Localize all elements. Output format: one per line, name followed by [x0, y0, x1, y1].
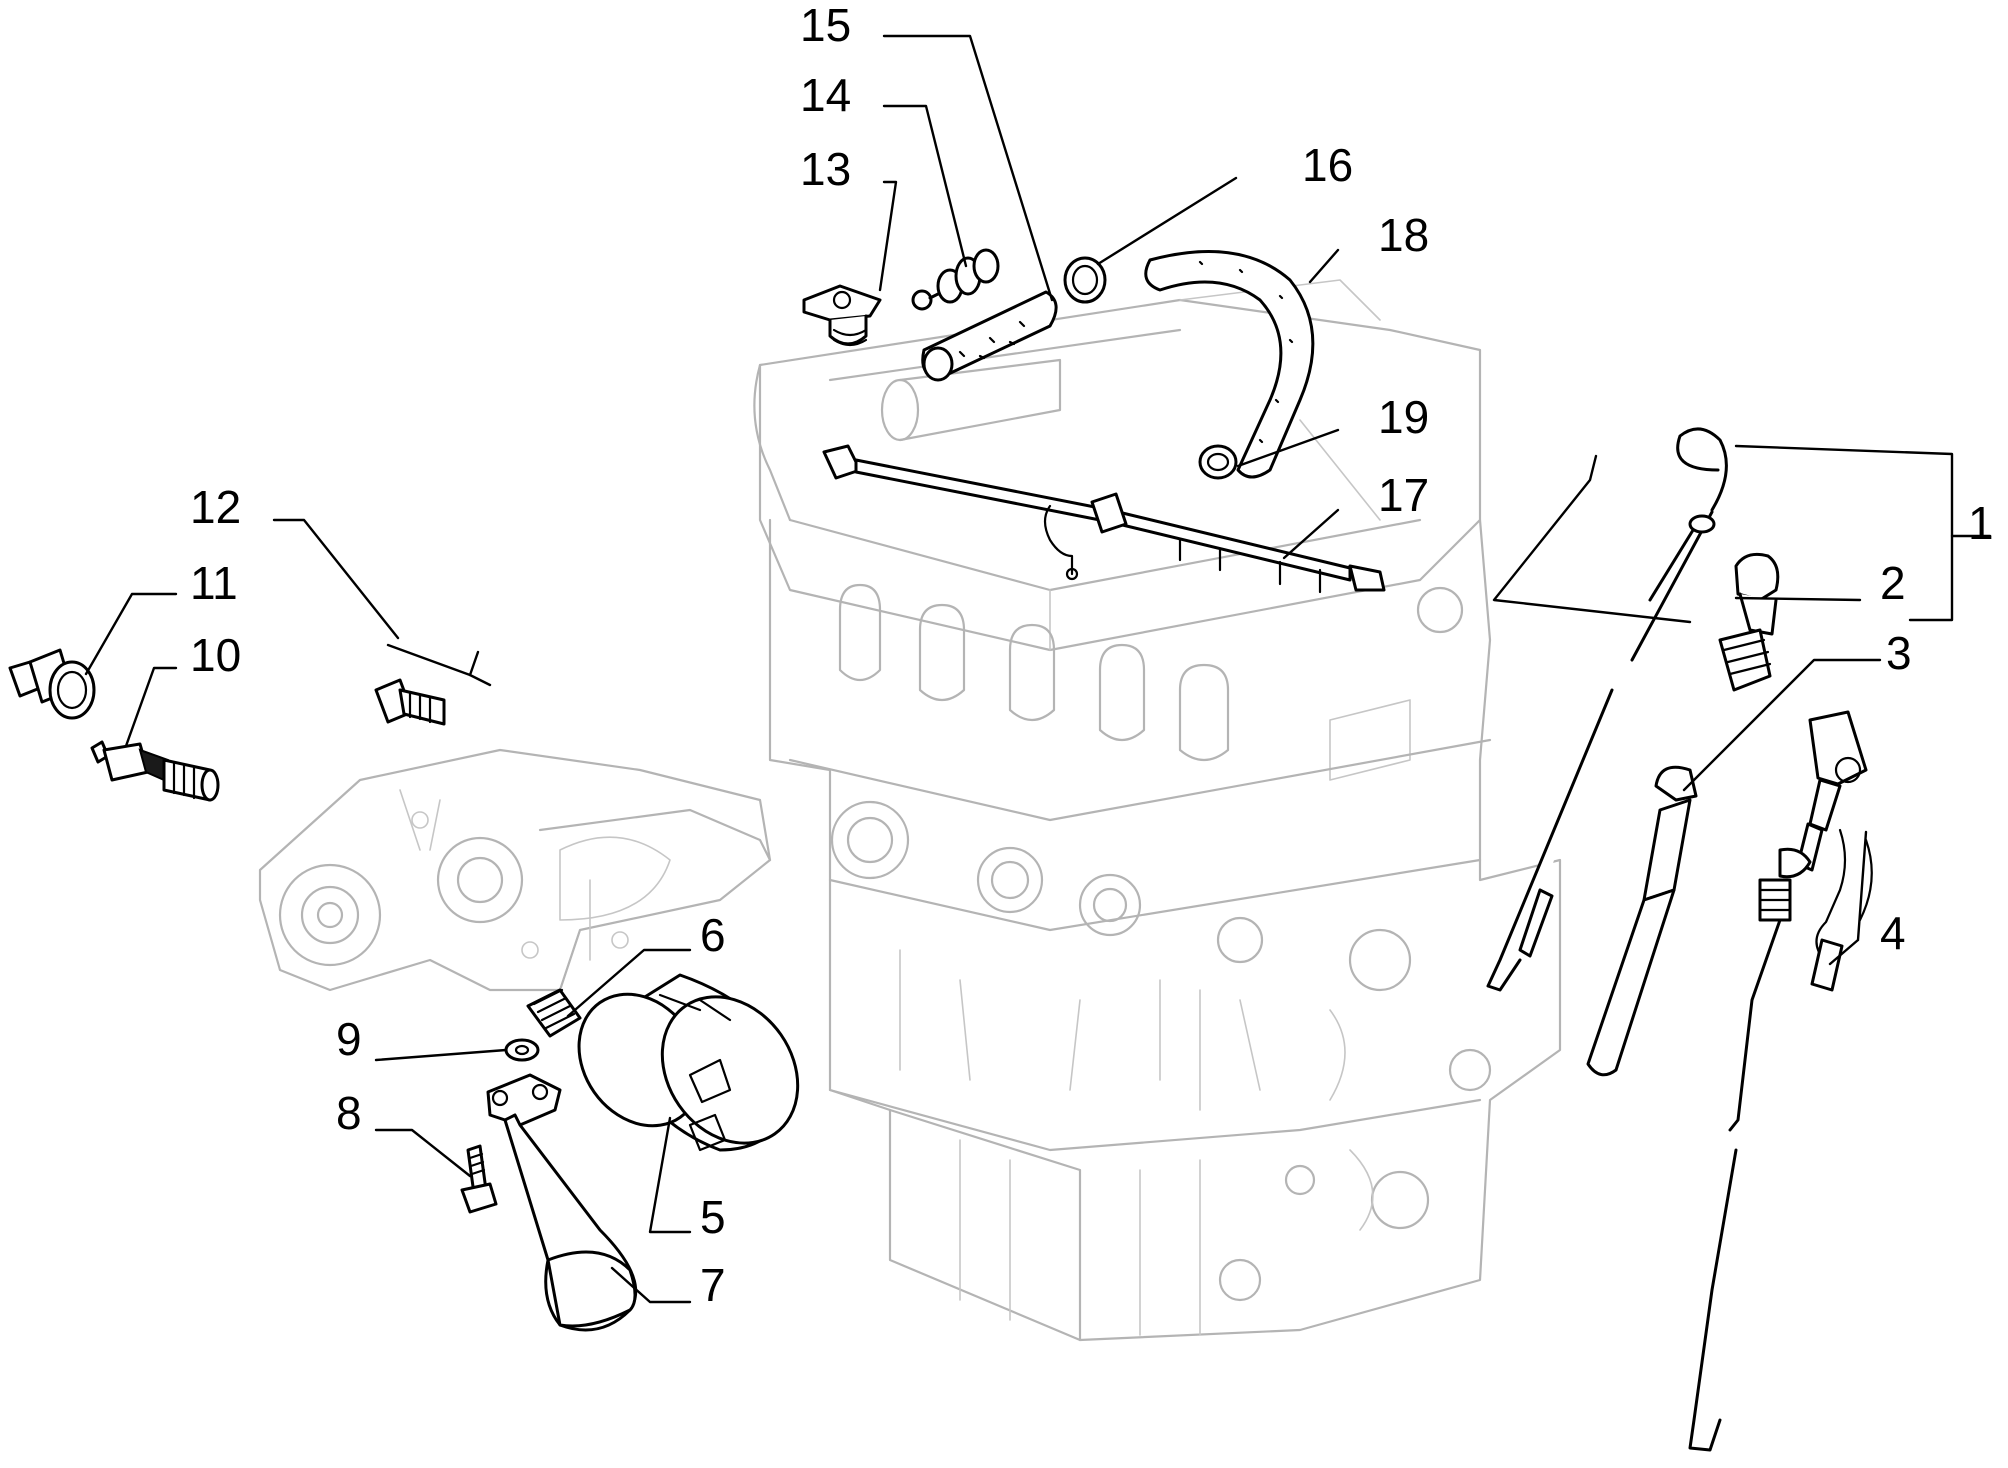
- breather-hose-18: [1144, 250, 1315, 479]
- level-sensor-4: [1688, 710, 1873, 1452]
- oil-filter: [577, 973, 800, 1152]
- callout-13: 13: [800, 143, 852, 195]
- bolt: [460, 1144, 498, 1214]
- valve-14: [911, 248, 1000, 311]
- callout-6: 6: [700, 909, 726, 961]
- pressure-switch-11: [8, 648, 96, 720]
- hose-clamp-19: [1198, 444, 1238, 480]
- callout-8: 8: [336, 1087, 362, 1139]
- pipe-rail-17: [822, 444, 1386, 594]
- threaded-nipple: [526, 988, 582, 1038]
- callout-5: 5: [700, 1191, 726, 1243]
- callout-4: 4: [1880, 907, 1906, 959]
- callout-11: 11: [190, 557, 238, 609]
- callout-16: 16: [1302, 139, 1354, 191]
- callout-14: 14: [800, 69, 852, 121]
- temperature-sender-10: [90, 740, 220, 802]
- callout-17: 17: [1378, 469, 1430, 521]
- leader-lines: [84, 34, 1992, 1304]
- dipstick-cap-2: [1718, 552, 1780, 692]
- sensor-bolt-12: [374, 643, 492, 726]
- timing-cover-ghost: [258, 748, 772, 992]
- dipstick-1: [1486, 427, 1728, 992]
- callout-7: 7: [700, 1259, 726, 1311]
- engine-block-ghost: [753, 279, 1562, 1342]
- sealing-washer: [504, 1038, 540, 1062]
- callout-10: 10: [190, 629, 242, 681]
- breather-cap-13: [802, 284, 882, 347]
- oil-pickup-pipe: [486, 1073, 638, 1332]
- callout-9: 9: [336, 1013, 362, 1065]
- dipstick-tube-3: [1586, 765, 1698, 1077]
- callout-12: 12: [190, 481, 242, 533]
- callout-15: 15: [800, 0, 852, 51]
- callout-2: 2: [1880, 557, 1906, 609]
- callout-1: 1: [1968, 497, 1994, 549]
- callout-3: 3: [1886, 627, 1912, 679]
- callout-18: 18: [1378, 209, 1430, 261]
- callout-19: 19: [1378, 391, 1430, 443]
- hose-clamp-16: [1063, 256, 1107, 304]
